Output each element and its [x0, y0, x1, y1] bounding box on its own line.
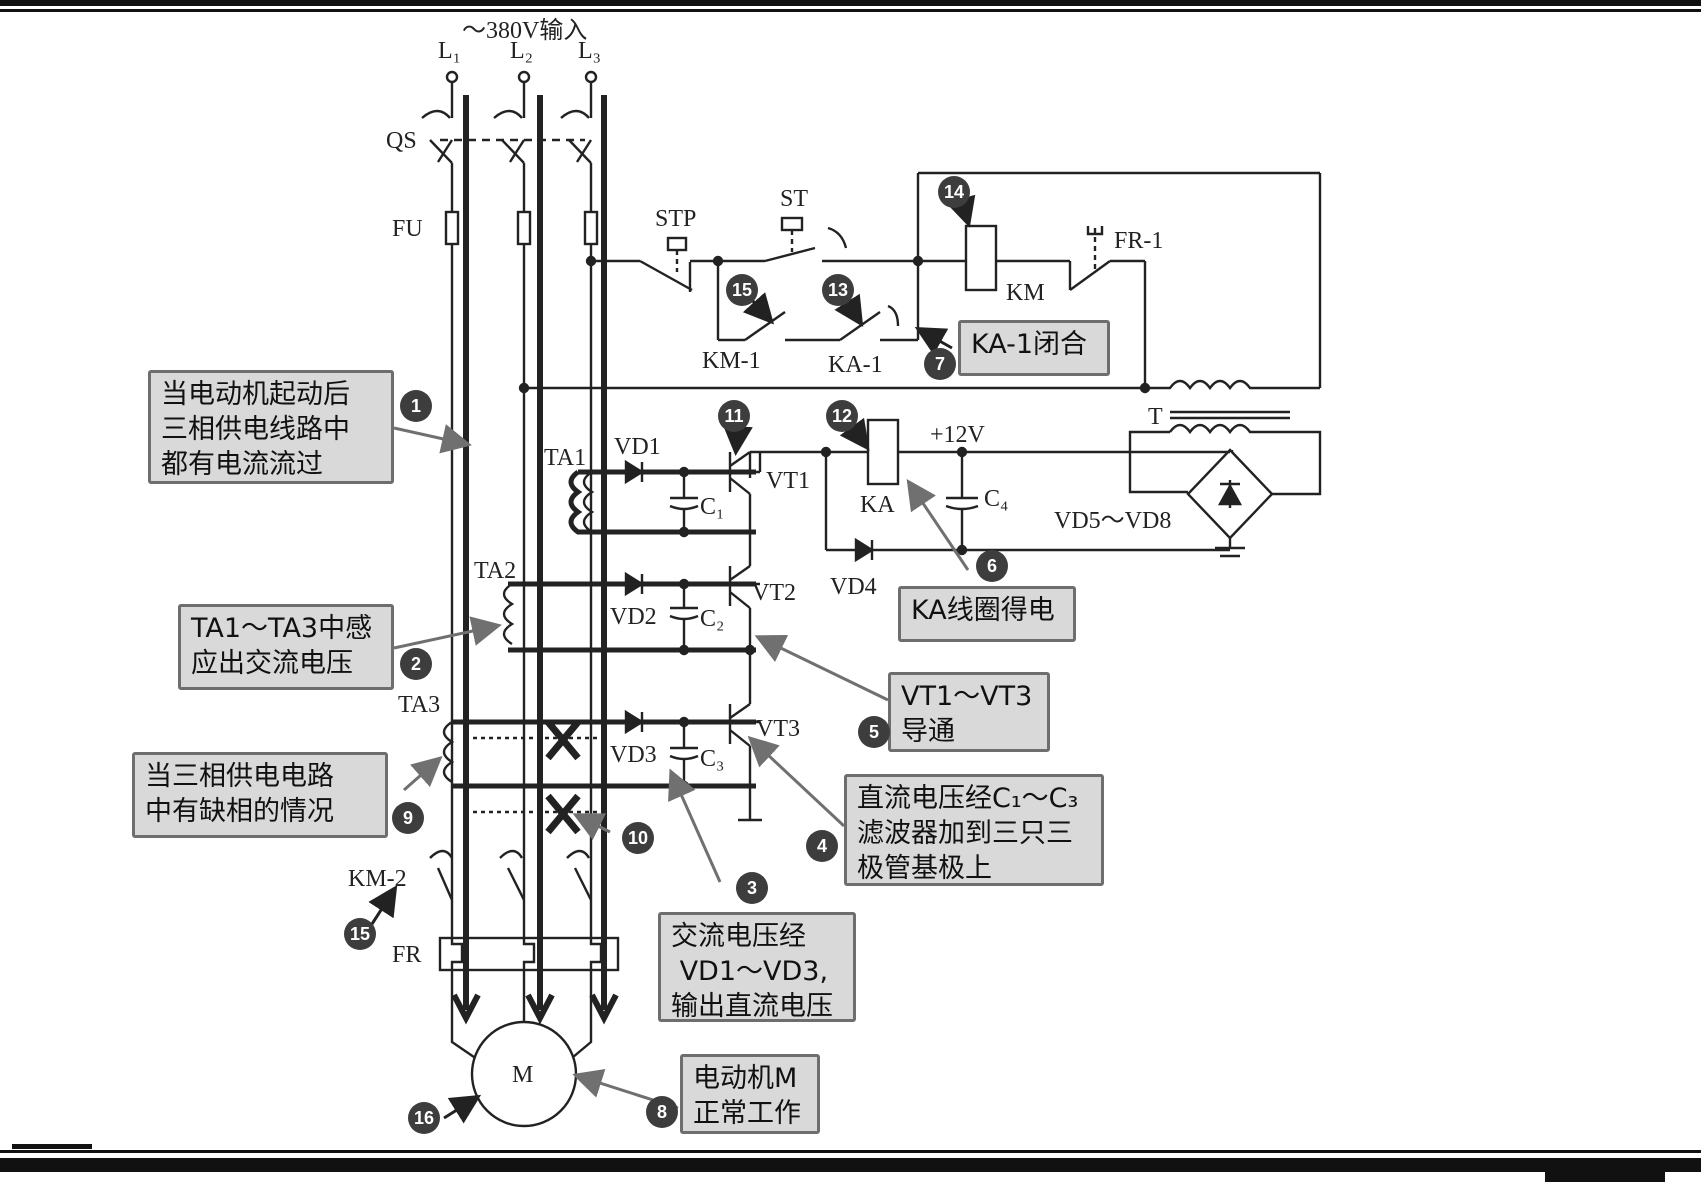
callout-dc-filtered: 直流电压经C₁～C₃ 滤波器加到三只三 极管基极上 — [844, 774, 1104, 886]
callout-phase-loss: 当三相供电电路 中有缺相的情况 — [132, 752, 388, 838]
label-vt1: VT1 — [766, 468, 810, 494]
label-vd4: VD4 — [830, 574, 877, 600]
callout-ac-rectified: 交流电压经 VD1～VD3, 输出直流电压 — [658, 912, 856, 1022]
current-flow-arrows — [451, 95, 619, 1025]
step-badge-14: 14 — [938, 176, 970, 208]
callout-vt-on: VT1～VT3 导通 — [888, 672, 1050, 752]
label-l1: L₁ — [438, 38, 461, 64]
step-badge-8: 8 — [646, 1096, 678, 1128]
step-badge-15a: 15 — [726, 274, 758, 306]
label-ka: KA — [860, 492, 895, 518]
callout-arrows — [393, 424, 970, 1110]
label-ta1: TA1 — [544, 445, 586, 471]
label-st: ST — [780, 186, 808, 212]
step-badge-12: 12 — [826, 400, 858, 432]
label-ta3: TA3 — [398, 692, 440, 718]
label-motor: M — [512, 1062, 533, 1088]
step-badge-10: 10 — [622, 822, 654, 854]
label-c1: C₁ — [700, 494, 724, 520]
power-lines — [421, 70, 620, 1128]
step-badge-1: 1 — [400, 390, 432, 422]
label-vt2: VT2 — [752, 580, 796, 606]
label-ta2: TA2 — [474, 558, 516, 584]
label-fu: FU — [392, 216, 423, 242]
open-phase-crosses — [545, 719, 581, 835]
label-c3: C₃ — [700, 746, 724, 772]
step-badge-4: 4 — [806, 830, 838, 862]
callout-motor-normal: 电动机M 正常工作 — [680, 1054, 820, 1134]
step-badge-9: 9 — [392, 802, 424, 834]
step-badge-6: 6 — [976, 550, 1008, 582]
ct-loop-bold — [452, 469, 756, 789]
callout-motor-started: 当电动机起动后 三相供电线路中 都有电流流过 — [148, 370, 394, 484]
step-badge-7: 7 — [924, 348, 956, 380]
label-vd5-vd8: VD5～VD8 — [1054, 508, 1171, 534]
label-qs: QS — [386, 128, 417, 154]
step-badge-13: 13 — [822, 274, 854, 306]
label-l3: L₃ — [578, 38, 601, 64]
label-c2: C₂ — [700, 606, 724, 632]
label-km2: KM-2 — [348, 866, 407, 892]
step-badge-3: 3 — [736, 872, 768, 904]
label-km: KM — [1006, 280, 1045, 306]
callout-ka-energized: KA线圈得电 — [898, 586, 1076, 642]
label-vd1: VD1 — [614, 434, 661, 460]
label-vd2: VD2 — [610, 604, 657, 630]
label-stp: STP — [655, 206, 696, 232]
label-l2: L₂ — [510, 38, 533, 64]
label-vd3: VD3 — [610, 742, 657, 768]
label-12v: +12V — [930, 422, 986, 448]
step-badge-16: 16 — [408, 1102, 440, 1134]
supply-label: ～380V输入 — [462, 17, 587, 44]
label-fr: FR — [392, 942, 421, 968]
callout-ka1-closed: KA-1闭合 — [958, 320, 1110, 376]
step-badge-15b: 15 — [344, 918, 376, 950]
component-labels: ～380V输入 L₁ L₂ L₃ QS FU STP ST FR-1 KM KM… — [348, 17, 1171, 1088]
step-badge-2: 2 — [400, 648, 432, 680]
badge-arrows — [368, 194, 976, 1124]
label-vt3: VT3 — [756, 716, 800, 742]
label-fr1: FR-1 — [1114, 228, 1163, 254]
label-ka1: KA-1 — [828, 352, 883, 378]
label-t: T — [1148, 404, 1163, 430]
control-circuit — [518, 171, 1322, 563]
step-badge-5: 5 — [858, 716, 890, 748]
callout-ta-voltage: TA1～TA3中感 应出交流电压 — [178, 604, 394, 690]
step-badge-11: 11 — [718, 400, 750, 432]
label-km1: KM-1 — [702, 348, 761, 374]
label-c4: C₄ — [984, 486, 1008, 512]
